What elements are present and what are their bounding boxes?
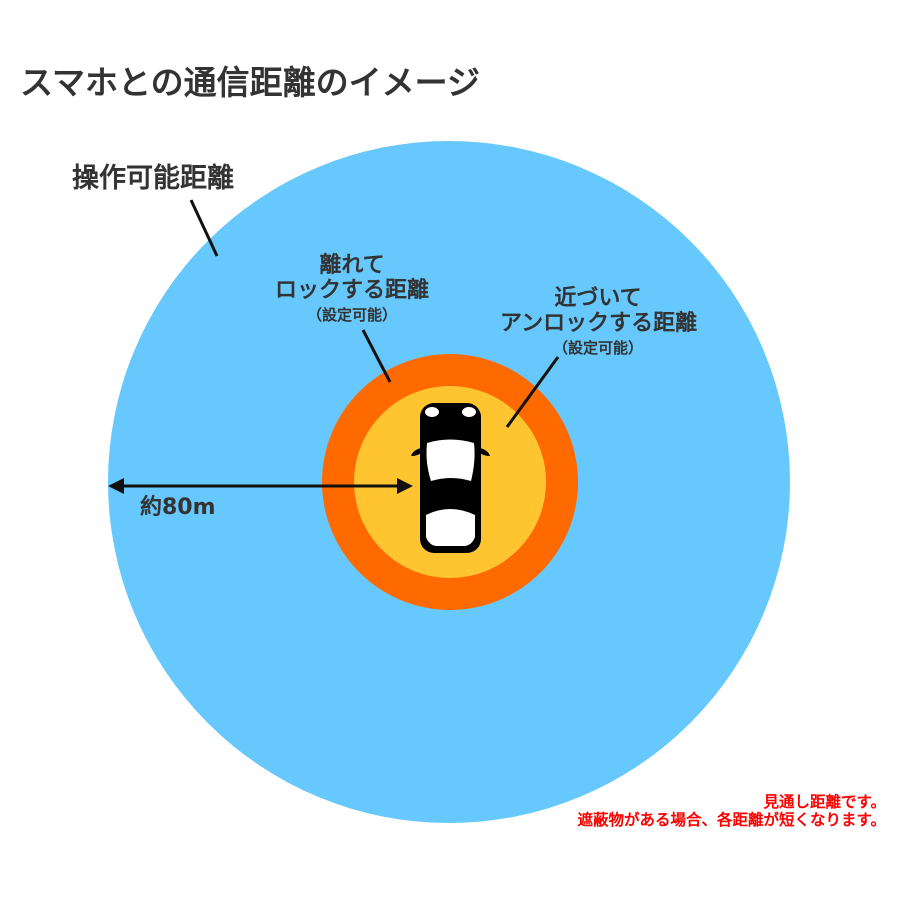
distance-label: 約80m [140, 495, 216, 520]
lock-range-configurable-note: （設定可能） [306, 305, 397, 324]
unlock-range-label-line1: 近づいて [554, 286, 642, 311]
lock-range-label-line1: 離れて [319, 253, 385, 278]
line-of-sight-note: 見通し距離です。 遮蔽物がある場合、各距離が短くなります。 [577, 793, 886, 830]
unlock-leader-line [505, 356, 560, 428]
operable-range-label: 操作可能距離 [72, 163, 234, 194]
page-title: スマホとの通信距離のイメージ [20, 63, 481, 102]
lock-leader-line [361, 329, 392, 383]
lock-range-label-line2: ロックする距離 [274, 278, 429, 304]
unlock-range-label-line2: アンロックする距離 [500, 311, 698, 337]
note-line1: 見通し距離です。 [763, 793, 886, 811]
distance-arrow-icon [108, 478, 413, 494]
note-line2: 遮蔽物がある場合、各距離が短くなります。 [577, 810, 886, 829]
operable-leader-line [189, 199, 219, 257]
unlock-range-configurable-note: （設定可能） [552, 338, 643, 357]
car-top-view-icon [411, 403, 490, 553]
unlock-range-label: 近づいて アンロックする距離 （設定可能） [500, 286, 698, 357]
lock-range-label: 離れて ロックする距離 （設定可能） [268, 253, 436, 324]
